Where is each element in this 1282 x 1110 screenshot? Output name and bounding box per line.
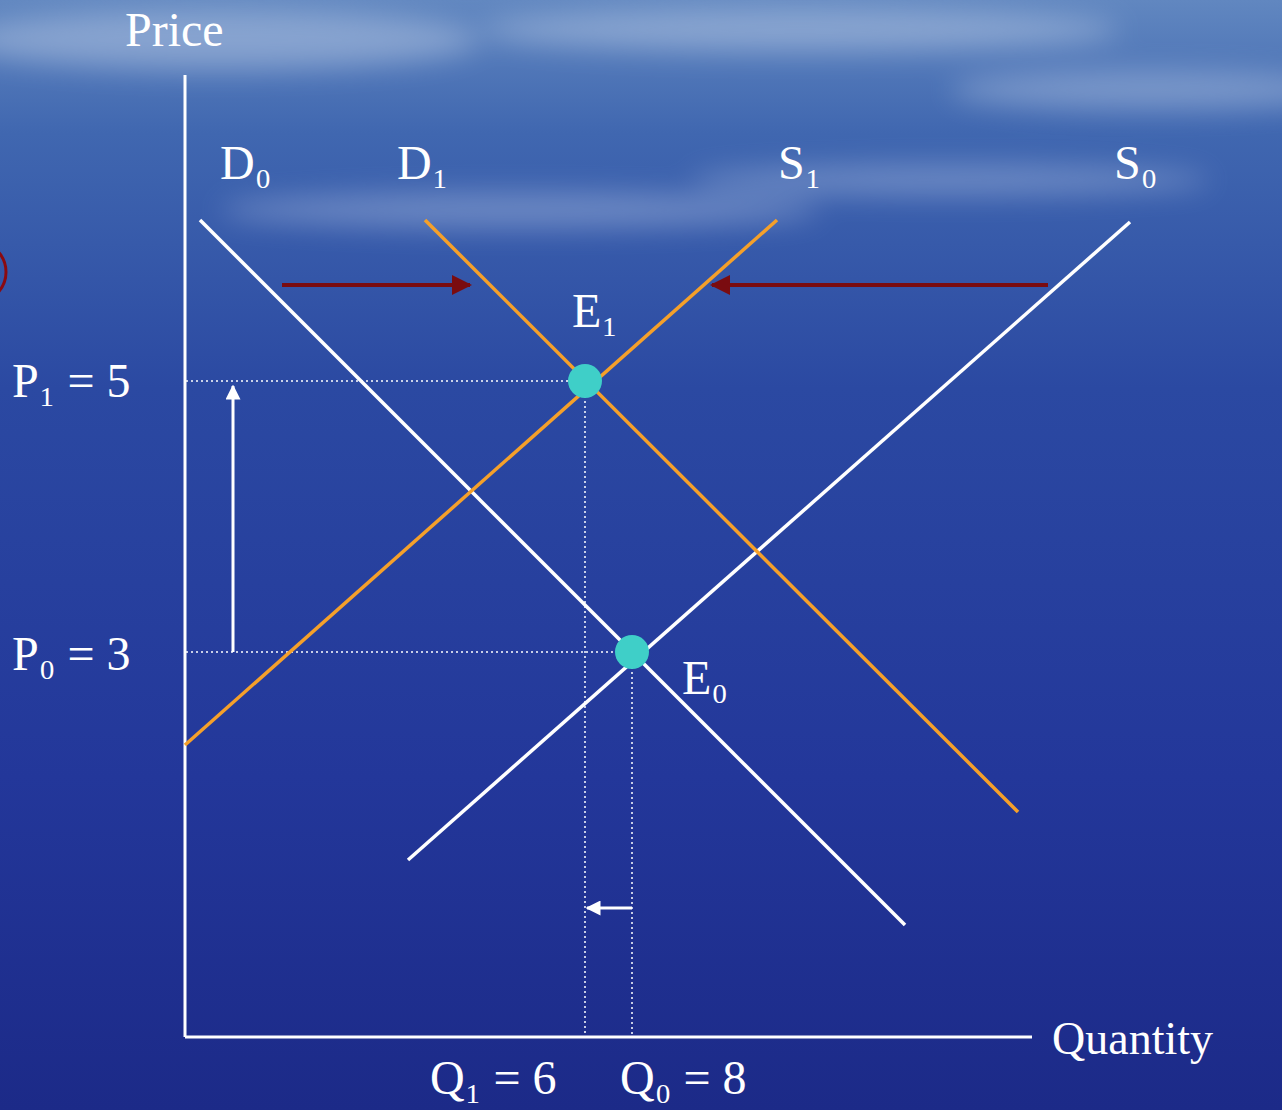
curve-label: D₁	[397, 139, 448, 187]
price-value: P₀ = 3	[12, 630, 131, 678]
curve-label: S₀	[1114, 139, 1157, 187]
shift-arrow	[712, 283, 1048, 287]
decor-circle	[0, 242, 6, 302]
supply-curve	[185, 220, 777, 745]
point-label: E₀	[682, 654, 728, 702]
guide-lines	[186, 381, 632, 1036]
axis-title: Price	[125, 6, 224, 54]
supply-curve	[408, 222, 1130, 860]
quantity-value: Q₀ = 8	[620, 1054, 746, 1102]
demand-curve	[200, 220, 905, 925]
curve-label: S₁	[778, 139, 821, 187]
equilibrium-point	[615, 635, 649, 669]
demand-curve	[425, 220, 1018, 812]
quantity-change-arrow	[587, 907, 632, 910]
quantity-value: Q₁ = 6	[430, 1054, 556, 1102]
curve-label: D₀	[220, 139, 271, 187]
point-label: E₁	[572, 287, 618, 335]
price-axis	[184, 75, 187, 1037]
shift-arrow	[282, 283, 470, 287]
price-change-arrow	[232, 386, 235, 652]
axis-title: Quantity	[1052, 1016, 1213, 1062]
price-value: P₁ = 5	[12, 357, 131, 405]
quantity-axis	[185, 1036, 1032, 1039]
equilibrium-point	[568, 364, 602, 398]
